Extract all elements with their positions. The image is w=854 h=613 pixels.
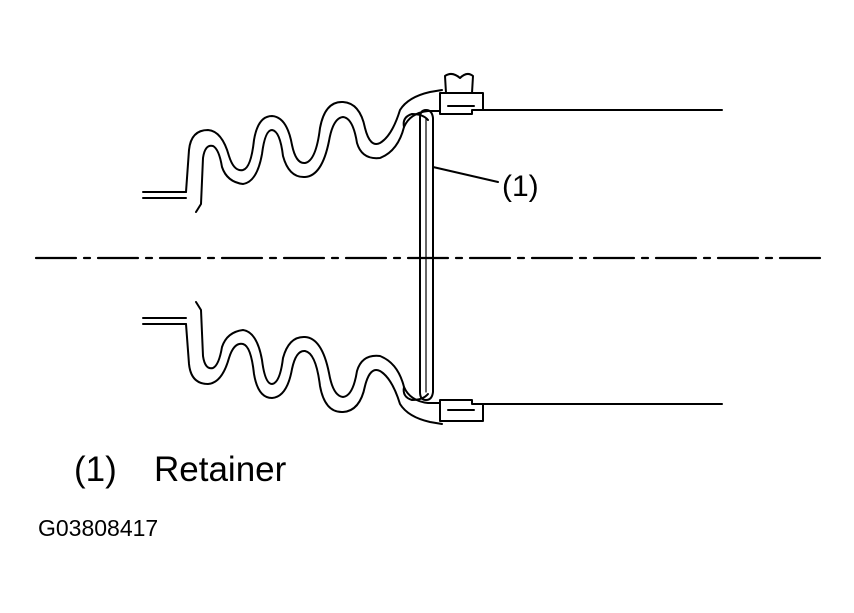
legend-number: (1) [74, 450, 117, 489]
callout-label: (1) [502, 170, 539, 203]
legend: (1) Retainer [74, 450, 286, 490]
boot-upper [142, 72, 723, 213]
boot-lower [142, 301, 723, 425]
legend-text: Retainer [154, 450, 287, 489]
callout-leader [432, 166, 499, 183]
retainer [419, 109, 434, 401]
figure-id: G03808417 [38, 515, 159, 541]
